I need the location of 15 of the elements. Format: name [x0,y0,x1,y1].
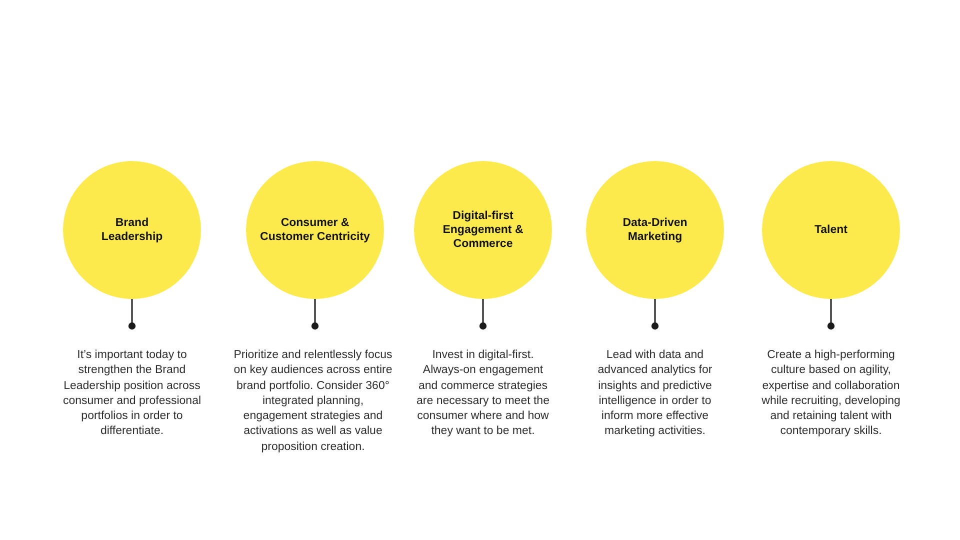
description-text: Invest in digital-first. Always-on engagement and commerce strategies are necessary to meet the consumer where and how they want to be met. [416,348,550,440]
stem-line [651,299,659,330]
stem-line [311,299,319,330]
stem-line [827,299,835,330]
topic-title: Data-Driven Marketing [622,216,688,244]
description-text: It’s important today to strengthen the Brand Leadership position across consumer and professional portfolios in order to differentiate. [62,348,202,440]
topic-title: Talent [813,223,848,237]
topic-title: Digital-first Engagement & Commerce [442,209,524,251]
stem-line [479,299,487,330]
description-text: Lead with data and advanced analytics for insights and predictive intelligence in order to inform more effective marketing activities. [596,348,714,440]
topic-title: Consumer & Customer Centricity [259,216,371,244]
description-text: Create a high-performing culture based on agility, expertise and collaboration while recruiting, developing and retaining talent with contemporary skills. [760,348,902,440]
description-text: Prioritize and relentlessly focus on key audiences across entire brand portfolio. Consider 360° integrated planning, engagement strategies and activations as well as value proposition creation. [232,348,394,455]
topic-title: Brand Leadership [100,216,164,244]
stem-line [128,299,136,330]
